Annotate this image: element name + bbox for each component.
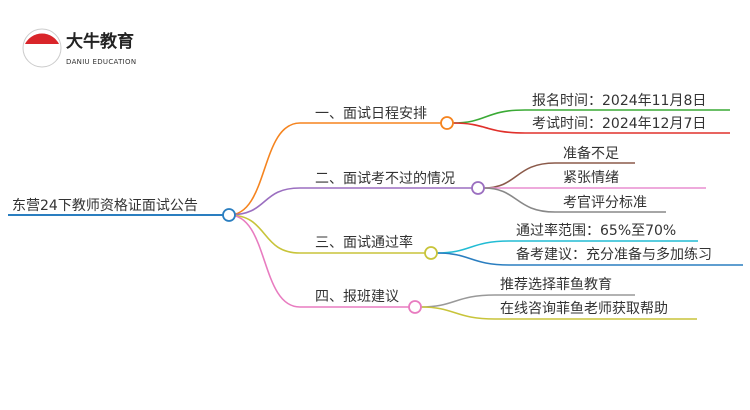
- leaf-registration-time[interactable]: 报名时间：2024年11月8日: [532, 93, 707, 109]
- leaf-exam-time[interactable]: 考试时间：2024年12月7日: [532, 116, 707, 132]
- branch-connector: [228, 122, 441, 216]
- leaf-connector: [420, 306, 697, 320]
- leaf-prep-advice[interactable]: 备考建议：充分准备与多加练习: [516, 247, 712, 263]
- leaf-scoring-standard[interactable]: 考官评分标准: [563, 195, 647, 211]
- leaf-consult[interactable]: 在线咨询菲鱼老师获取帮助: [500, 301, 668, 317]
- root-node-circle: [222, 208, 236, 222]
- leaf-connector: [436, 240, 698, 254]
- branch-pass-rate[interactable]: 三、面试通过率: [315, 235, 413, 251]
- leaf-insufficient-prep[interactable]: 准备不足: [563, 146, 619, 162]
- branch-fail-reasons[interactable]: 二、面试考不过的情况: [315, 171, 455, 187]
- branch-class-advice[interactable]: 四、报班建议: [315, 289, 399, 305]
- branch-node-circle: [471, 181, 485, 195]
- leaf-connector: [483, 162, 635, 189]
- leaf-pass-rate-range[interactable]: 通过率范围：65%至70%: [516, 223, 677, 239]
- logo-icon: [22, 28, 62, 68]
- branch-schedule[interactable]: 一、面试日程安排: [315, 106, 427, 122]
- leaf-connector: [436, 252, 743, 266]
- branch-connector: [228, 187, 472, 216]
- branch-connector: [228, 214, 409, 308]
- logo-name: 大牛教育: [66, 32, 134, 52]
- leaf-connector: [420, 294, 635, 308]
- root-node[interactable]: 东营24下教师资格证面试公告: [12, 198, 198, 214]
- branch-node-circle: [408, 300, 422, 314]
- branch-connector: [228, 214, 425, 254]
- leaf-recommend[interactable]: 推荐选择菲鱼教育: [500, 277, 612, 293]
- leaf-connector: [483, 187, 666, 213]
- logo-subtitle: DANIU EDUCATION: [66, 58, 137, 66]
- branch-node-circle: [440, 116, 454, 130]
- leaf-nervousness[interactable]: 紧张情绪: [563, 170, 619, 186]
- branch-node-circle: [424, 246, 438, 260]
- leaf-connector: [452, 109, 730, 124]
- leaf-connector: [452, 122, 730, 134]
